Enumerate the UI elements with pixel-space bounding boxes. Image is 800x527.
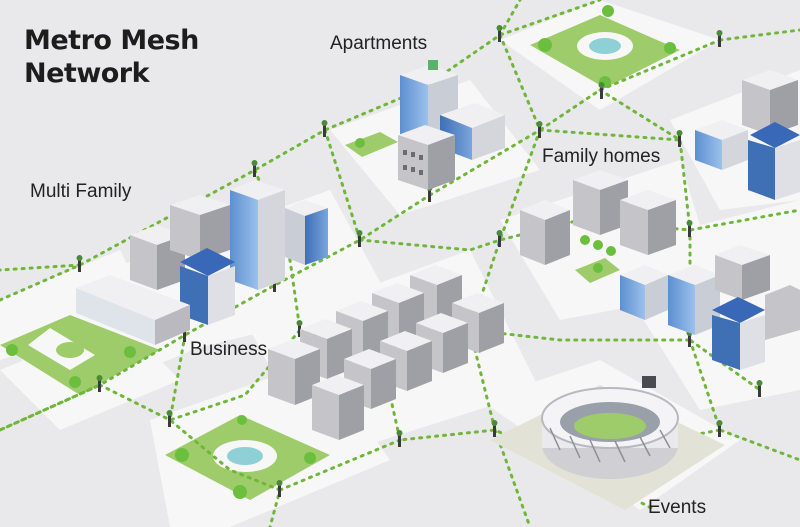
tree-icon bbox=[175, 448, 189, 462]
mesh-node-icon bbox=[251, 160, 258, 177]
tree-icon bbox=[538, 38, 552, 52]
business-buildings bbox=[268, 265, 504, 440]
mesh-node-icon bbox=[496, 25, 503, 42]
mesh-node-icon bbox=[491, 420, 498, 437]
mesh-node-icon bbox=[96, 375, 103, 392]
mesh-node-icon bbox=[716, 30, 723, 47]
stadium-icon bbox=[490, 376, 725, 510]
tree-icon bbox=[664, 42, 676, 54]
tree-icon bbox=[233, 485, 247, 499]
mesh-node-icon bbox=[296, 320, 303, 337]
mesh-node-icon bbox=[756, 380, 763, 397]
mesh-node-icon bbox=[686, 220, 693, 237]
park-apartments bbox=[530, 5, 680, 88]
tree-icon bbox=[602, 5, 614, 17]
tree-icon bbox=[593, 240, 603, 250]
tree-icon bbox=[580, 235, 590, 245]
tree-icon bbox=[304, 452, 316, 464]
mesh-node-icon bbox=[166, 410, 173, 427]
label-business: Business bbox=[190, 339, 268, 360]
label-apartments: Apartments bbox=[330, 33, 428, 54]
mesh-node-icon bbox=[536, 121, 543, 138]
tree-icon bbox=[593, 263, 603, 273]
solar-panel-icon bbox=[712, 297, 765, 323]
multi-family-buildings bbox=[76, 180, 328, 345]
tree-icon bbox=[237, 415, 247, 425]
apartment-buildings bbox=[398, 60, 505, 190]
mesh-node-icon bbox=[321, 120, 328, 137]
label-multi-family: Multi Family bbox=[30, 181, 132, 202]
solar-panel-icon bbox=[180, 248, 235, 276]
mesh-node-icon bbox=[276, 480, 283, 497]
park-business bbox=[165, 415, 330, 500]
tree-icon bbox=[6, 344, 18, 356]
tree-icon bbox=[355, 138, 365, 148]
solar-panel-icon bbox=[750, 122, 800, 148]
label-family-homes: Family homes bbox=[542, 146, 661, 167]
title-line-2: Network bbox=[24, 58, 150, 89]
family-home-buildings bbox=[520, 70, 800, 370]
tree-icon bbox=[606, 246, 616, 256]
mesh-node-icon bbox=[716, 420, 723, 437]
park-multi-family bbox=[0, 315, 160, 395]
tree-icon bbox=[69, 376, 81, 388]
mesh-node-icon bbox=[76, 255, 83, 272]
title-line-1: Metro Mesh bbox=[24, 25, 199, 56]
label-events: Events bbox=[648, 497, 707, 518]
mesh-node-icon bbox=[396, 430, 403, 447]
mesh-node-icon bbox=[496, 230, 503, 247]
tree-icon bbox=[124, 346, 136, 358]
park-small bbox=[345, 132, 620, 283]
mesh-node-icon bbox=[676, 130, 683, 147]
mesh-node-icon bbox=[598, 82, 605, 99]
mesh-node-icon bbox=[356, 230, 363, 247]
page-title: Metro Mesh Network bbox=[24, 24, 199, 90]
